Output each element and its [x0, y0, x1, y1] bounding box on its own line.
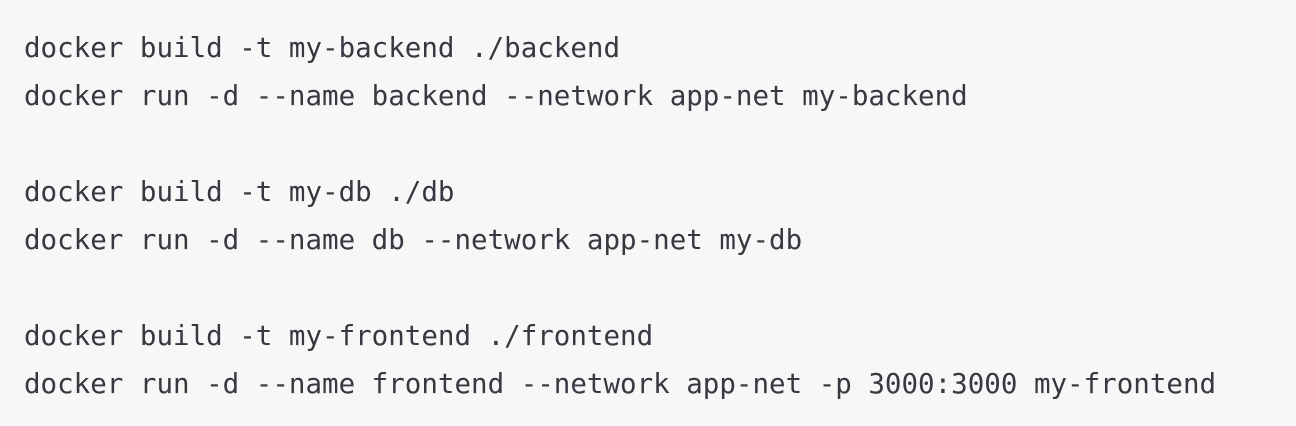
- code-line: docker run -d --name backend --network a…: [24, 80, 968, 112]
- code-line-blank: [24, 120, 1296, 168]
- code-line: docker build -t my-backend ./backend: [24, 32, 621, 64]
- code-line: docker run -d --name frontend --network …: [24, 368, 1217, 400]
- code-line-blank: [24, 264, 1296, 312]
- code-line: docker build -t my-db ./db: [24, 176, 455, 208]
- code-line: docker run -d --name db --network app-ne…: [24, 224, 803, 256]
- code-line: docker build -t my-frontend ./frontend: [24, 320, 654, 352]
